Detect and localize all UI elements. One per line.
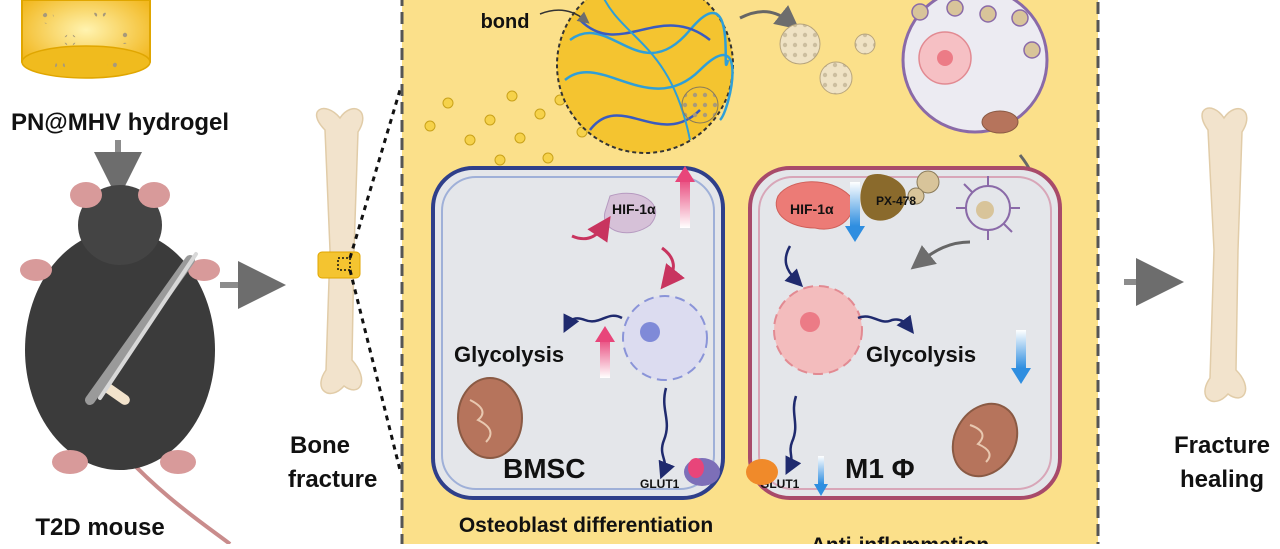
- zoom-line-bottom: [348, 269, 402, 471]
- nanoparticles: [779, 23, 876, 95]
- bmsc-label: BMSC: [503, 453, 585, 484]
- arrow-network-to-cell: [739, 5, 800, 30]
- healing-label-1: Fracture: [1174, 432, 1270, 459]
- glut1-left-transporter: [684, 458, 720, 486]
- m1-cell: [748, 166, 1062, 500]
- px478-label: PX-478: [876, 194, 916, 208]
- arrow-particles-to-hif: [571, 216, 611, 243]
- m1-label: M1 Φ: [845, 453, 915, 484]
- hif-left-label: HIF-1α: [612, 201, 656, 217]
- glut1-right-down-arrow: [818, 456, 824, 484]
- glycolysis-left-label: Glycolysis: [454, 342, 564, 367]
- healing-label-2: healing: [1180, 466, 1264, 493]
- bond-pointer: [539, 9, 590, 24]
- hydrogel-vial: [21, 0, 151, 79]
- glycolysis-right-label: Glycolysis: [866, 342, 976, 367]
- arrow-nucleus-to-glut1: [658, 387, 675, 480]
- hif-left-up-arrow: [680, 178, 690, 228]
- glut1-left-label: GLUT1: [640, 477, 680, 491]
- mouse-illustration: [20, 182, 232, 546]
- arrow-nucleus-to-glycolysis-right: [857, 314, 915, 334]
- glycolysis-left-up-arrow: [600, 338, 610, 378]
- osteoblast-label: Osteoblast differentiation: [459, 514, 713, 537]
- bone-fracture-illustration: [315, 107, 364, 395]
- uptake-cell: [901, 0, 1049, 134]
- glycolysis-right-down-arrow: [1016, 330, 1026, 368]
- arrow-nucleus-to-glycolysis: [563, 313, 623, 333]
- hif-right-down-arrow: [850, 182, 860, 226]
- healed-bone-illustration: [1201, 107, 1248, 403]
- glut1-right-transporter: [746, 459, 778, 485]
- arrow-hif-to-nucleus: [660, 246, 685, 290]
- hif-right-label: HIF-1α: [790, 201, 834, 217]
- hydrogel-label: PN@MHV hydrogel: [11, 109, 229, 136]
- hydrogel-network: [556, 0, 734, 154]
- bond-label: bond: [481, 11, 530, 33]
- bone-fracture-label-2: fracture: [288, 466, 377, 493]
- mouse-label: T2D mouse: [35, 514, 164, 541]
- arrow-nucleus-to-glut1-right: [785, 395, 802, 475]
- arrow-uptake-to-m1: [910, 240, 971, 270]
- anti-inflammation-label: Anti-inflammation: [811, 534, 990, 544]
- arrow-hif-to-nucleus-right: [784, 245, 804, 288]
- bone-fracture-label-1: Bone: [290, 432, 350, 459]
- bmsc-cell: [431, 166, 725, 500]
